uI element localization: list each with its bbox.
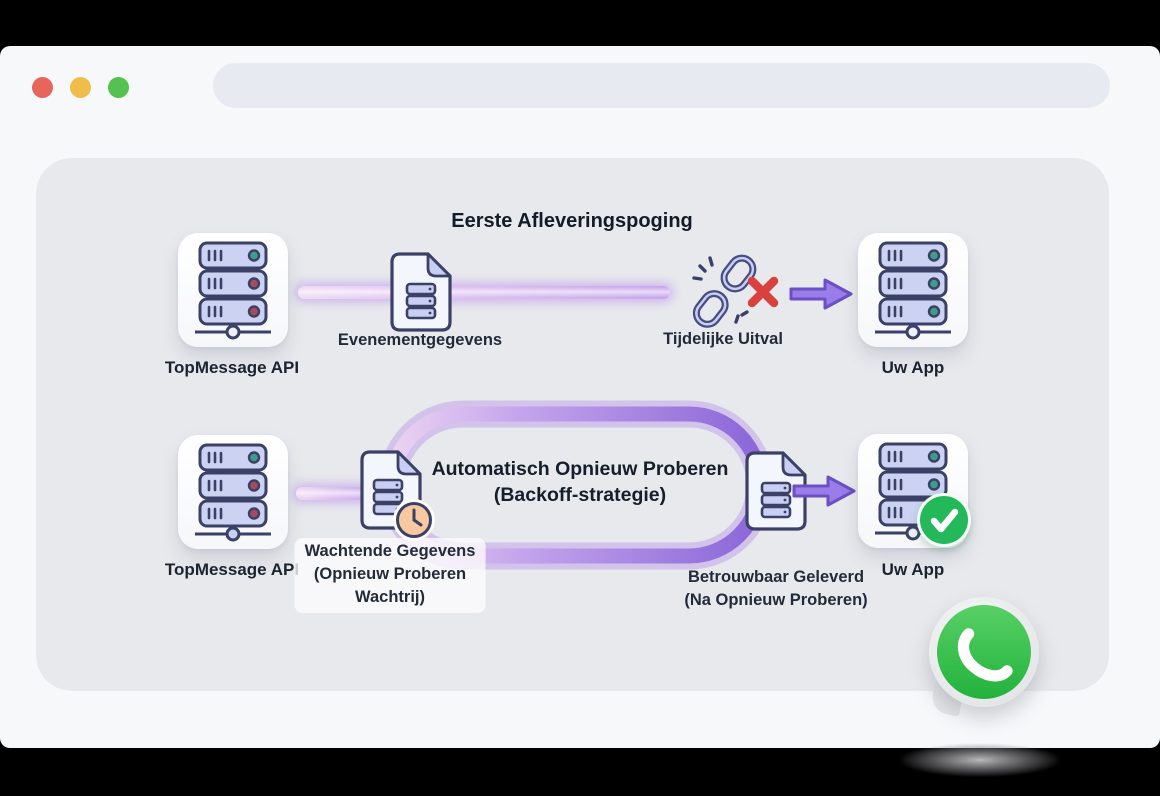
- label-uw-app-row1: Uw App: [881, 358, 945, 377]
- document-icon: [390, 252, 452, 332]
- close-button[interactable]: [32, 77, 53, 98]
- arrow-right-icon: [792, 475, 856, 507]
- delivery-beam-row2: [296, 487, 378, 500]
- server-stack-icon: [875, 241, 951, 340]
- address-bar[interactable]: [213, 63, 1110, 108]
- loop-title: Automatisch Opnieuw Proberen: [431, 458, 729, 480]
- label-line: Wachtrij): [355, 588, 425, 606]
- label-tijdelijke-uitval: Tijdelijke Uitval: [663, 330, 783, 348]
- zoom-button[interactable]: [108, 77, 129, 98]
- arrow-right-icon: [789, 278, 853, 310]
- loop-subtitle: (Backoff-strategie): [493, 484, 667, 506]
- clock-badge-icon: [393, 499, 435, 541]
- label-line: (Na Opnieuw Proberen): [684, 591, 868, 609]
- delivery-beam-row1: [298, 286, 670, 299]
- label-line: Betrouwbaar Geleverd: [687, 568, 865, 586]
- label-evenementgegevens: Evenementgegevens: [337, 331, 503, 349]
- minimize-button[interactable]: [70, 77, 91, 98]
- check-badge-icon: [917, 493, 971, 547]
- broken-chain-link-icon: [692, 254, 757, 328]
- label-betrouwbaar-geleverd: Betrouwbaar Geleverd (Na Opnieuw Probere…: [684, 566, 867, 612]
- document-icon: [745, 451, 807, 531]
- label-line: (Opnieuw Proberen: [313, 565, 467, 583]
- server-stack-icon: [195, 443, 271, 542]
- label-wachtende-gegevens: Wachtende Gegevens (Opnieuw Proberen Wac…: [294, 538, 486, 613]
- row1-title: Eerste Afleveringspoging: [451, 210, 693, 232]
- label-topmessage-api-row1: TopMessage API: [164, 358, 300, 377]
- error-x-icon: [747, 276, 779, 308]
- server-card-topmessage-row2: [178, 435, 288, 549]
- label-line: Wachtende Gegevens: [304, 542, 476, 560]
- whatsapp-bubble-shadow: [875, 738, 1085, 782]
- label-uw-app-row2: Uw App: [881, 560, 945, 579]
- whatsapp-icon[interactable]: [937, 605, 1031, 699]
- server-card-uwapp-row1: [858, 233, 968, 347]
- server-stack-icon: [195, 241, 271, 340]
- server-card-topmessage-row1: [178, 233, 288, 347]
- label-topmessage-api-row2: TopMessage API: [164, 560, 300, 579]
